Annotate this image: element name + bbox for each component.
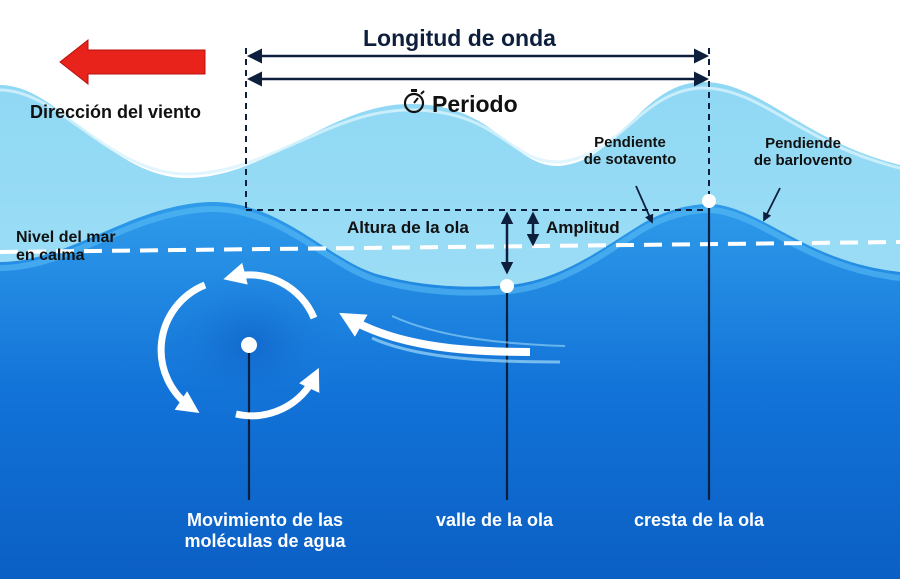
- crest-point: [702, 194, 716, 208]
- water-molecule: [241, 337, 257, 353]
- windward-slope-label: Pendiende de barlovento: [733, 135, 873, 170]
- molecule-motion-line-1: Movimiento de las: [186, 510, 344, 530]
- calm-sea-level-line-2: en calma: [16, 247, 85, 265]
- leeward-slope-pointer: [635, 185, 654, 224]
- leeward-slope-line-1: Pendiente: [594, 134, 666, 151]
- windward-slope-line-2: de barlovento: [753, 152, 853, 170]
- calm-sea-level-label: Nivel del mar en calma: [16, 229, 116, 266]
- circular-arrows-icon: [157, 262, 320, 420]
- front-wave-highlight: [0, 205, 900, 296]
- molecule-motion-line-2: moléculas de agua: [184, 530, 346, 551]
- wavelength-label: Longitud de onda: [363, 25, 556, 51]
- stopwatch-icon: [403, 89, 425, 114]
- amplitude-label: Amplitud: [546, 218, 620, 237]
- calm-sea-level-line: [0, 240, 900, 254]
- period-label: Periodo: [432, 91, 518, 117]
- calm-sea-level-line-1: Nivel del mar: [16, 229, 116, 246]
- windward-slope-line-1: Pendiende: [765, 135, 841, 152]
- leeward-slope-line-2: de sotavento: [583, 151, 677, 169]
- wave-crest-label: cresta de la ola: [634, 510, 765, 530]
- water-flow-arrow: [339, 312, 566, 364]
- leeward-slope-label: Pendiente de sotavento: [560, 134, 700, 169]
- windward-slope-pointer: [763, 187, 781, 222]
- molecule-motion-label: Movimiento de las moléculas de agua: [150, 510, 380, 551]
- trough-point: [500, 279, 514, 293]
- wind-direction-label: Dirección del viento: [30, 102, 202, 122]
- wave-trough-label: valle de la ola: [436, 510, 554, 530]
- back-wave-crest-line: [0, 86, 900, 176]
- wave-height-label: Altura de la ola: [347, 218, 469, 237]
- left-arrow-icon: [59, 38, 206, 86]
